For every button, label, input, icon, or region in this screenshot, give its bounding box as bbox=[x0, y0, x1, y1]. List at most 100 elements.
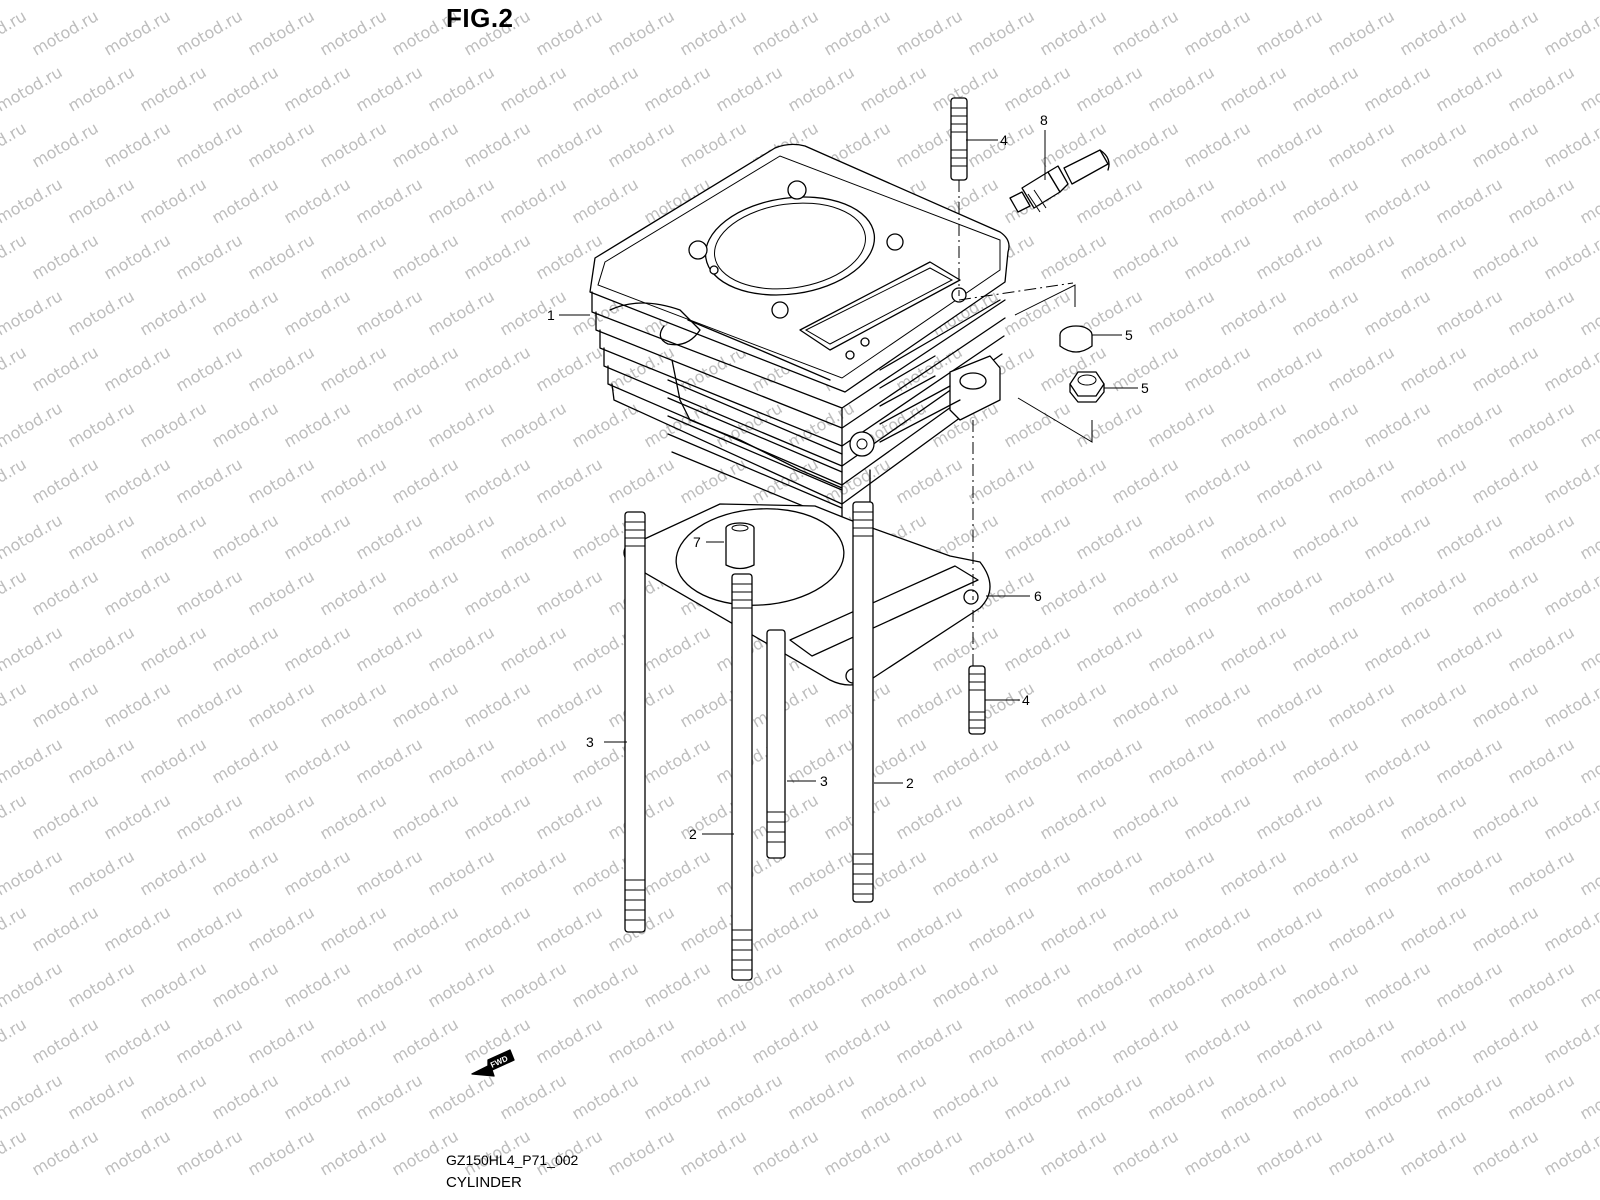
watermark-text: motod.ru bbox=[1073, 734, 1146, 787]
watermark-text: motod.ru bbox=[1001, 0, 1074, 3]
watermark-text: motod.ru bbox=[893, 6, 966, 59]
watermark-text: motod.ru bbox=[1361, 510, 1434, 563]
watermark-text: motod.ru bbox=[965, 790, 1038, 843]
watermark-text: motod.ru bbox=[65, 62, 138, 115]
watermark-text: motod.ru bbox=[65, 286, 138, 339]
watermark-text: motod.ru bbox=[1253, 902, 1326, 955]
watermark-text: motod.ru bbox=[353, 958, 426, 1011]
watermark-text: motod.ru bbox=[0, 678, 30, 731]
watermark-text: motod.ru bbox=[533, 790, 606, 843]
watermark-text: motod.ru bbox=[1073, 958, 1146, 1011]
callout-6: 6 bbox=[1034, 588, 1042, 604]
watermark-text: motod.ru bbox=[569, 958, 642, 1011]
watermark-text: motod.ru bbox=[1397, 790, 1470, 843]
watermark-text: motod.ru bbox=[29, 678, 102, 731]
watermark-text: motod.ru bbox=[245, 902, 318, 955]
watermark-text: motod.ru bbox=[389, 790, 462, 843]
watermark-text: motod.ru bbox=[173, 1126, 246, 1179]
watermark-text: motod.ru bbox=[533, 566, 606, 619]
watermark-text: motod.ru bbox=[173, 678, 246, 731]
watermark-text: motod.ru bbox=[965, 1014, 1038, 1067]
watermark-text: motod.ru bbox=[461, 678, 534, 731]
watermark-text: motod.ru bbox=[1433, 846, 1506, 899]
watermark-text: motod.ru bbox=[425, 958, 498, 1011]
watermark-text: motod.ru bbox=[1325, 902, 1398, 955]
watermark-text: motod.ru bbox=[1109, 230, 1182, 283]
stud-bolt-lower bbox=[968, 665, 986, 735]
watermark-text: motod.ru bbox=[317, 230, 390, 283]
watermark-text: motod.ru bbox=[425, 1070, 498, 1123]
watermark-text: motod.ru bbox=[641, 958, 714, 1011]
watermark-text: motod.ru bbox=[605, 1014, 678, 1067]
watermark-text: motod.ru bbox=[1433, 0, 1506, 3]
watermark-text: motod.ru bbox=[641, 622, 714, 675]
watermark-text: motod.ru bbox=[1469, 790, 1542, 843]
watermark-text: motod.ru bbox=[1433, 734, 1506, 787]
watermark-text: motod.ru bbox=[137, 1070, 210, 1123]
watermark-text: motod.ru bbox=[389, 118, 462, 171]
watermark-text: motod.ru bbox=[0, 62, 66, 115]
watermark-text: motod.ru bbox=[209, 286, 282, 339]
watermark-text: motod.ru bbox=[245, 6, 318, 59]
watermark-text: motod.ru bbox=[497, 622, 570, 675]
watermark-text: motod.ru bbox=[101, 902, 174, 955]
watermark-text: motod.ru bbox=[317, 6, 390, 59]
watermark-text: motod.ru bbox=[497, 62, 570, 115]
watermark-text: motod.ru bbox=[857, 1070, 930, 1123]
watermark-text: motod.ru bbox=[1001, 846, 1074, 899]
watermark-text: motod.ru bbox=[497, 846, 570, 899]
watermark-text: motod.ru bbox=[389, 1014, 462, 1067]
watermark-text: motod.ru bbox=[1433, 286, 1506, 339]
watermark-text: motod.ru bbox=[1289, 734, 1362, 787]
watermark-text: motod.ru bbox=[1325, 342, 1398, 395]
watermark-text: motod.ru bbox=[641, 0, 714, 3]
watermark-text: motod.ru bbox=[1037, 790, 1110, 843]
watermark-text: motod.ru bbox=[0, 286, 66, 339]
watermark-text: motod.ru bbox=[461, 566, 534, 619]
watermark-text: motod.ru bbox=[461, 342, 534, 395]
callout-3-middle: 3 bbox=[820, 773, 828, 789]
watermark-text: motod.ru bbox=[1253, 678, 1326, 731]
watermark-text: motod.ru bbox=[1541, 902, 1600, 955]
watermark-text: motod.ru bbox=[965, 6, 1038, 59]
watermark-text: motod.ru bbox=[1361, 1070, 1434, 1123]
watermark-text: motod.ru bbox=[1397, 678, 1470, 731]
dowel-pin bbox=[725, 522, 755, 570]
watermark-text: motod.ru bbox=[533, 902, 606, 955]
watermark-text: motod.ru bbox=[1181, 902, 1254, 955]
watermark-text: motod.ru bbox=[0, 622, 66, 675]
watermark-text: motod.ru bbox=[389, 342, 462, 395]
watermark-text: motod.ru bbox=[677, 1126, 750, 1179]
watermark-text: motod.ru bbox=[245, 118, 318, 171]
watermark-text: motod.ru bbox=[1217, 958, 1290, 1011]
watermark-text: motod.ru bbox=[569, 1070, 642, 1123]
watermark-text: motod.ru bbox=[929, 958, 1002, 1011]
watermark-text: motod.ru bbox=[209, 622, 282, 675]
watermark-text: motod.ru bbox=[1289, 174, 1362, 227]
watermark-text: motod.ru bbox=[1577, 1070, 1600, 1123]
watermark-text: motod.ru bbox=[245, 1126, 318, 1179]
watermark-text: motod.ru bbox=[1217, 622, 1290, 675]
watermark-text: motod.ru bbox=[245, 790, 318, 843]
watermark-text: motod.ru bbox=[965, 1126, 1038, 1179]
watermark-text: motod.ru bbox=[1253, 230, 1326, 283]
watermark-text: motod.ru bbox=[1325, 1126, 1398, 1179]
watermark-text: motod.ru bbox=[1469, 342, 1542, 395]
watermark-text: motod.ru bbox=[209, 958, 282, 1011]
watermark-text: motod.ru bbox=[1145, 958, 1218, 1011]
watermark-text: motod.ru bbox=[1037, 902, 1110, 955]
watermark-text: motod.ru bbox=[209, 62, 282, 115]
watermark-text: motod.ru bbox=[317, 902, 390, 955]
watermark-text: motod.ru bbox=[1505, 958, 1578, 1011]
watermark-text: motod.ru bbox=[1469, 902, 1542, 955]
watermark-text: motod.ru bbox=[0, 566, 30, 619]
watermark-text: motod.ru bbox=[1577, 734, 1600, 787]
cylinder-stud-middle bbox=[766, 629, 786, 859]
watermark-text: motod.ru bbox=[569, 398, 642, 451]
watermark-text: motod.ru bbox=[1145, 62, 1218, 115]
watermark-text: motod.ru bbox=[29, 118, 102, 171]
watermark-text: motod.ru bbox=[1073, 1070, 1146, 1123]
watermark-text: motod.ru bbox=[1289, 846, 1362, 899]
callout-8: 8 bbox=[1040, 112, 1048, 128]
watermark-text: motod.ru bbox=[1541, 678, 1600, 731]
